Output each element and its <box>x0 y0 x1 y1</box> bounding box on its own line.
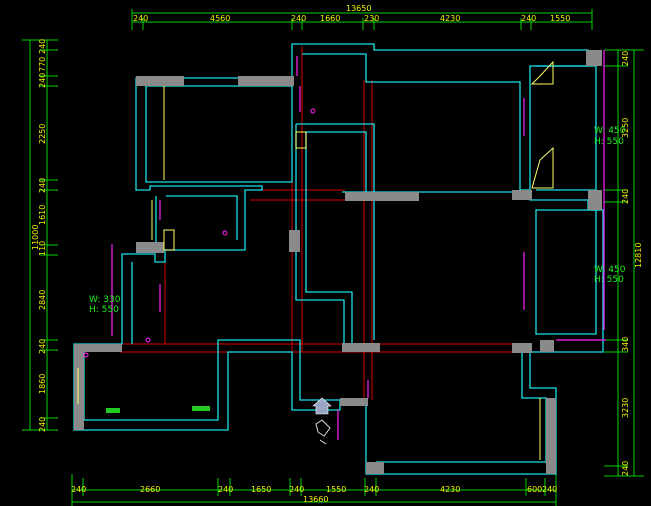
outlet-marker-1 <box>310 108 316 114</box>
bottom-dim-5: 240 <box>289 485 304 494</box>
left-total-dim: 11000 <box>31 225 40 250</box>
axis-lines <box>120 46 520 400</box>
right-dimension-chain: 240 3250 240 340 3230 240 12810 <box>604 49 644 477</box>
bottom-dim-4: 1650 <box>251 485 271 494</box>
right-dim-2: 3250 <box>621 118 630 138</box>
bottom-dim-3: 240 <box>218 485 233 494</box>
top-dim-1: 240 <box>133 14 148 23</box>
top-dim-3: 240 <box>291 14 306 23</box>
left-dim-8: 2840 <box>38 290 47 310</box>
left-dimension-chain: 240 770 240 2250 240 1610 110 2840 240 1… <box>22 39 58 432</box>
bottom-dim-8: 4230 <box>440 485 460 494</box>
left-dim-5: 240 <box>38 178 47 193</box>
right-total-dim: 12810 <box>634 243 643 268</box>
bottom-dim-7: 240 <box>364 485 379 494</box>
outlet-left-width: W: 330 <box>89 295 121 305</box>
outlet-marker-4 <box>145 337 151 343</box>
top-dim-8: 1550 <box>550 14 570 23</box>
outlet-marker-2 <box>222 230 228 236</box>
top-dim-6: 4230 <box>440 14 460 23</box>
bottom-dimension-chain: 240 2660 240 1650 240 1550 240 4230 600 … <box>71 474 557 506</box>
outlet-marker-3 <box>83 352 89 358</box>
outlet-right-mid-height: H: 550 <box>594 275 624 285</box>
top-dim-2: 4560 <box>210 14 230 23</box>
bottom-dim-10: 240 <box>542 485 557 494</box>
openings <box>77 50 606 460</box>
bottom-dim-2: 2660 <box>140 485 160 494</box>
outlet-right-top-height: H: 550 <box>594 137 624 147</box>
outlet-right-top-width: W: 450 <box>594 126 626 136</box>
outlet-labels: W: 330 H: 550 W: 450 H: 550 W: 450 H: 55… <box>89 126 626 315</box>
solid-walls <box>74 50 602 474</box>
bottom-dim-1: 240 <box>71 485 86 494</box>
right-dim-6: 240 <box>621 461 630 476</box>
left-dim-10: 1860 <box>38 374 47 394</box>
switch-box-upper <box>295 131 307 149</box>
right-dim-5: 3230 <box>621 398 630 418</box>
right-dim-4: 340 <box>621 337 630 352</box>
outlet-right-mid-width: W: 450 <box>594 265 626 275</box>
top-dim-5: 230 <box>364 14 379 23</box>
radiator-left <box>106 408 120 413</box>
top-dim-7: 240 <box>521 14 536 23</box>
person-figure-icon <box>315 419 331 445</box>
bottom-dim-6: 1550 <box>326 485 346 494</box>
left-dim-4: 2250 <box>38 124 47 144</box>
left-dim-11: 240 <box>38 417 47 432</box>
top-total-dim: 13650 <box>346 4 371 13</box>
left-dim-3: 240 <box>38 73 47 88</box>
left-dim-7: 110 <box>38 241 47 256</box>
fixtures <box>83 108 332 445</box>
bottom-total-dim: 13660 <box>303 495 328 504</box>
outlet-left-height: H: 550 <box>89 305 119 315</box>
left-dim-2: 770 <box>38 57 47 72</box>
switch-box-lower <box>163 229 175 251</box>
bottom-dim-9: 600 <box>527 485 542 494</box>
top-dim-4: 1660 <box>320 14 340 23</box>
right-dim-3: 240 <box>621 189 630 204</box>
left-dim-1: 240 <box>38 39 47 54</box>
right-dim-1: 240 <box>621 51 630 66</box>
entry-house-icon <box>312 397 332 415</box>
left-dim-6: 1610 <box>38 205 47 225</box>
top-dimension-chain: 13650 240 4560 240 1660 230 4230 240 155… <box>131 4 593 30</box>
left-dim-9: 240 <box>38 339 47 354</box>
radiator-right <box>192 406 210 411</box>
